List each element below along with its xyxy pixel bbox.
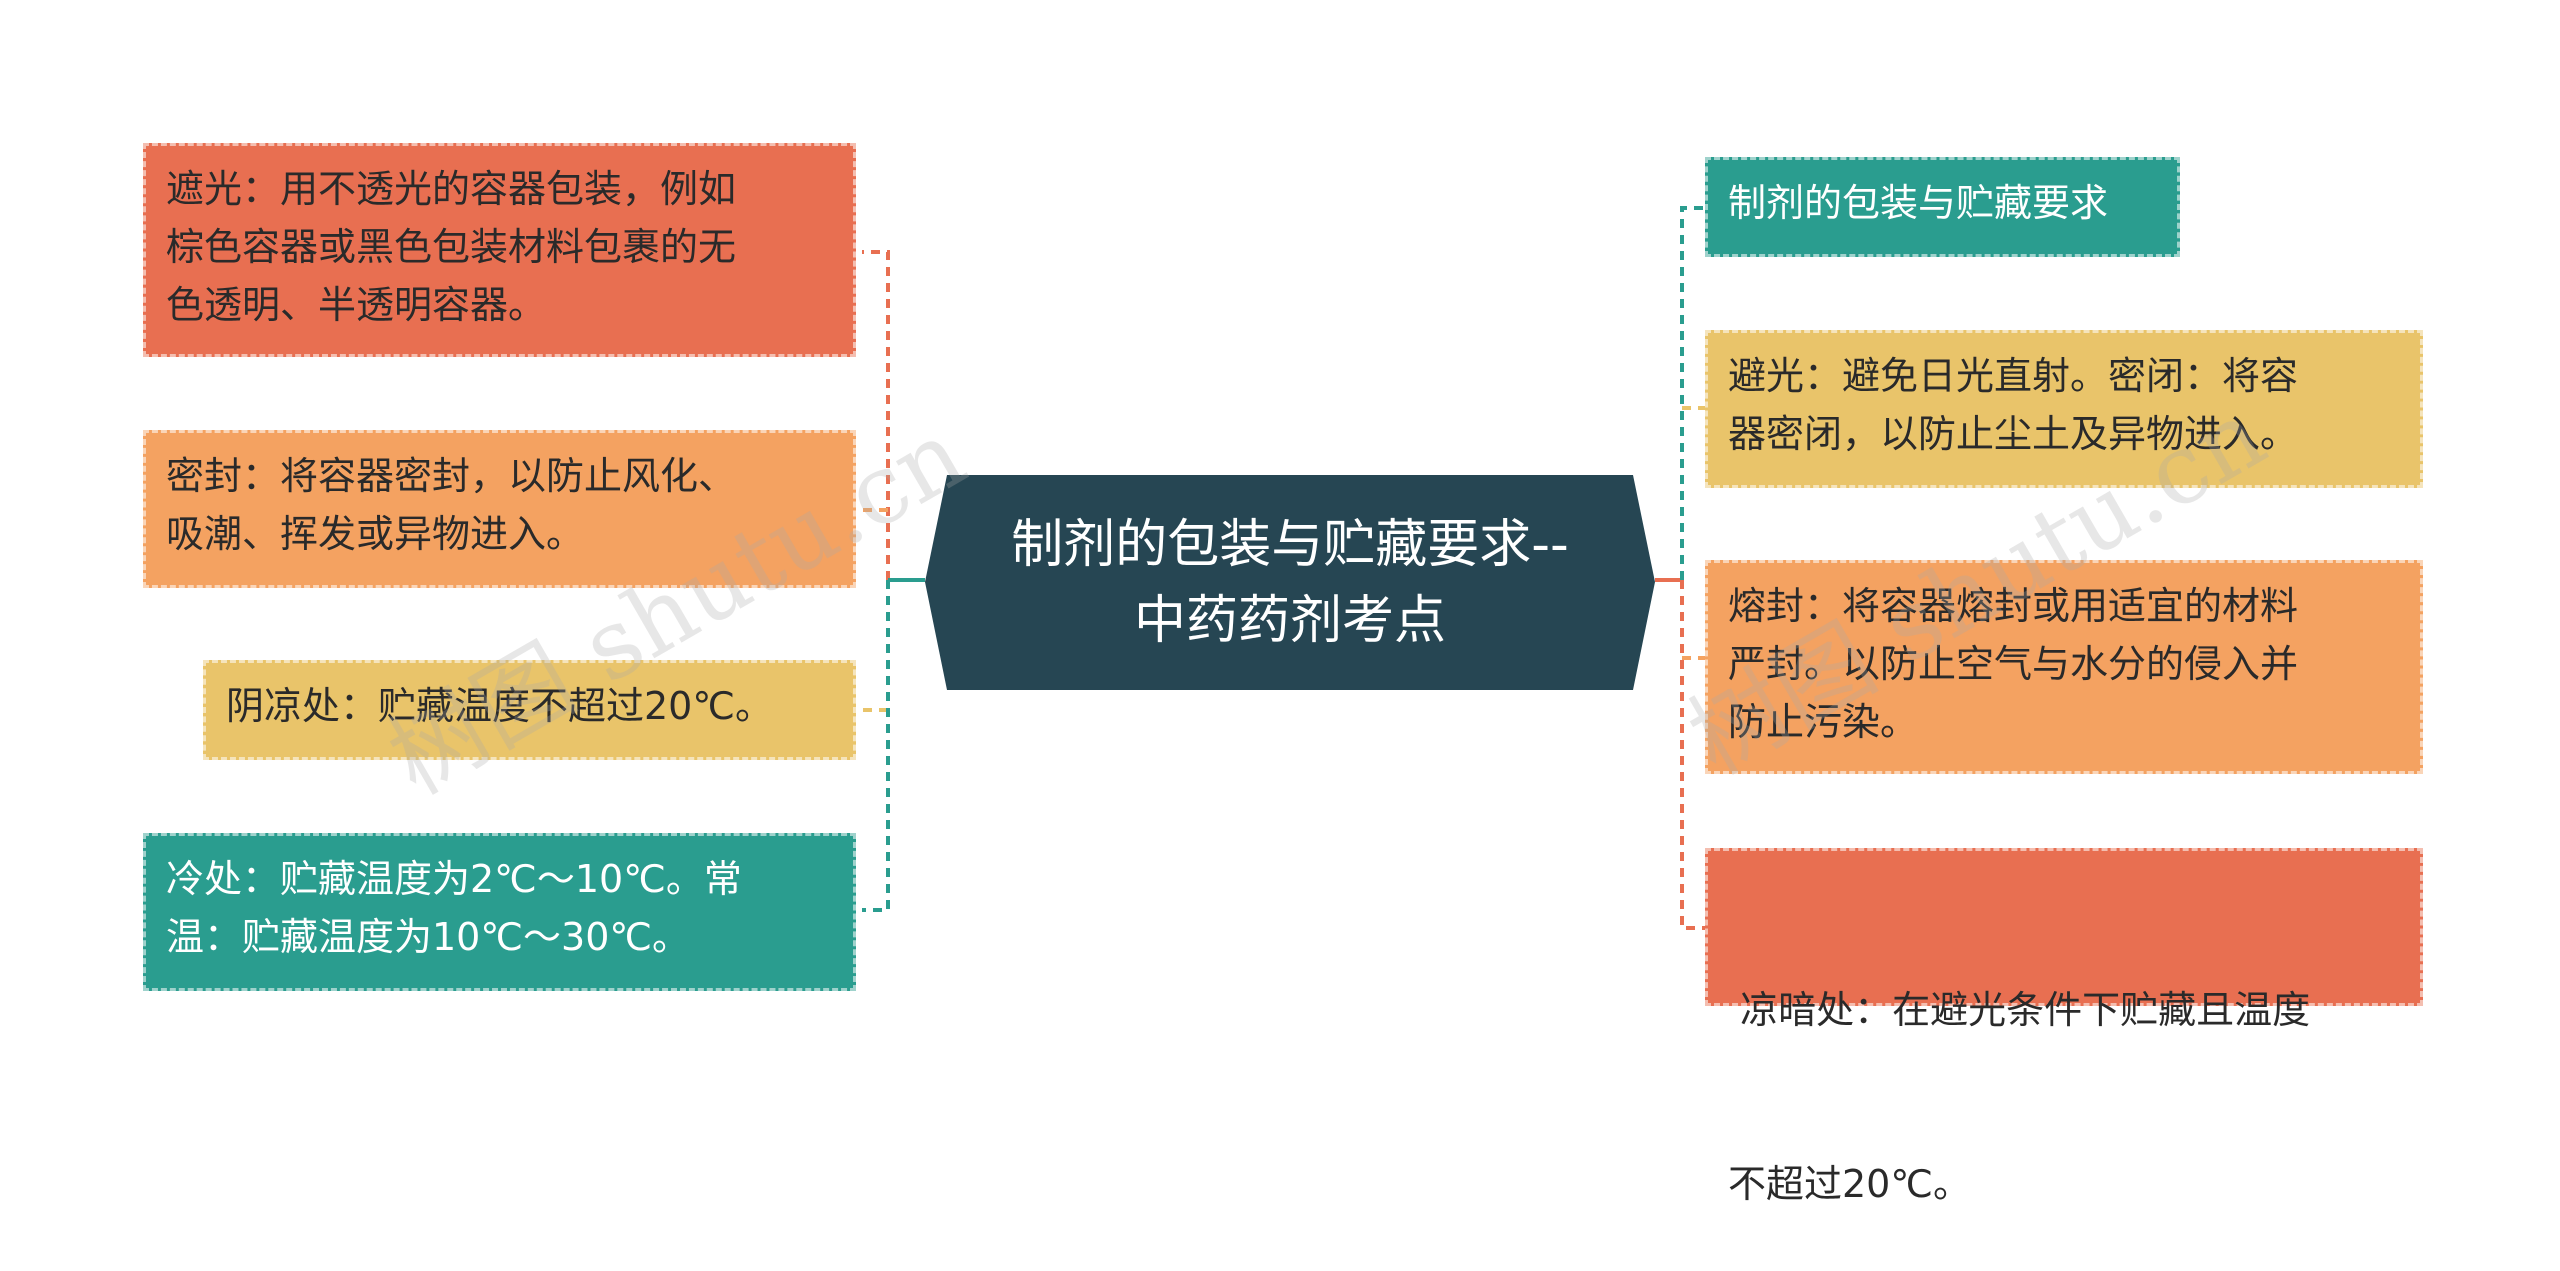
node-text-line: 不超过20℃。: [1728, 1162, 1972, 1206]
node-right-title[interactable]: 制剂的包装与贮藏要求: [1705, 157, 2180, 257]
node-text-line: 制剂的包装与贮藏要求: [1728, 181, 2109, 225]
node-text-line: 凉暗处：在避光条件下贮藏且温度: [1728, 988, 2311, 1032]
connector-right-dark: [1680, 580, 1705, 930]
node-text-line: 遮光：用不透光的容器包装，例如: [166, 167, 737, 211]
center-topic[interactable]: 制剂的包装与贮藏要求-- 中药药剂考点: [925, 475, 1655, 690]
node-text-line: 避光：避免日光直射。密闭：将容: [1728, 354, 2299, 398]
connector-left-cold: [862, 580, 890, 912]
node-text-line: 色透明、半透明容器。: [166, 283, 547, 327]
center-topic-line: 制剂的包装与贮藏要求--: [1011, 514, 1569, 575]
node-left-seal[interactable]: 密封：将容器密封，以防止风化、 吸潮、挥发或异物进入。: [143, 430, 856, 588]
node-text-line: 严封。以防止空气与水分的侵入并: [1728, 642, 2299, 686]
node-left-cold-place[interactable]: 冷处：贮藏温度为2℃～10℃。常 温：贮藏温度为10℃～30℃。: [143, 833, 856, 991]
node-text-line: 冷处：贮藏温度为2℃～10℃。常: [166, 857, 742, 901]
connector-right-title: [1680, 206, 1705, 580]
connector-left-shade: [862, 250, 890, 580]
node-text-line: 棕色容器或黑色包装材料包裹的无: [166, 225, 737, 269]
node-right-fuse-seal[interactable]: 熔封：将容器熔封或用适宜的材料 严封。以防止空气与水分的侵入并 防止污染。: [1705, 560, 2423, 774]
node-text-line: 阴凉处：贮藏温度不超过20℃。: [226, 684, 774, 728]
node-text-line: 密封：将容器密封，以防止风化、: [166, 454, 737, 498]
node-text-line: 器密闭，以防止尘土及异物进入。: [1728, 412, 2299, 456]
node-text-line: 吸潮、挥发或异物进入。: [166, 512, 585, 556]
connector-lines: [862, 206, 1705, 930]
node-right-light-avoid[interactable]: 避光：避免日光直射。密闭：将容 器密闭，以防止尘土及异物进入。: [1705, 330, 2423, 488]
node-left-cool-place[interactable]: 阴凉处：贮藏温度不超过20℃。: [203, 660, 856, 760]
node-text-line: 防止污染。: [1728, 700, 1919, 744]
node-left-shade[interactable]: 遮光：用不透光的容器包装，例如 棕色容器或黑色包装材料包裹的无 色透明、半透明容…: [143, 143, 856, 357]
node-text-line: 温：贮藏温度为10℃～30℃。: [166, 915, 691, 959]
center-topic-line: 中药药剂考点: [1133, 590, 1446, 651]
node-text-line: 熔封：将容器熔封或用适宜的材料: [1728, 584, 2299, 628]
node-right-cool-dark[interactable]: 凉暗处：在避光条件下贮藏且温度 不超过20℃。: [1705, 848, 2423, 1206]
